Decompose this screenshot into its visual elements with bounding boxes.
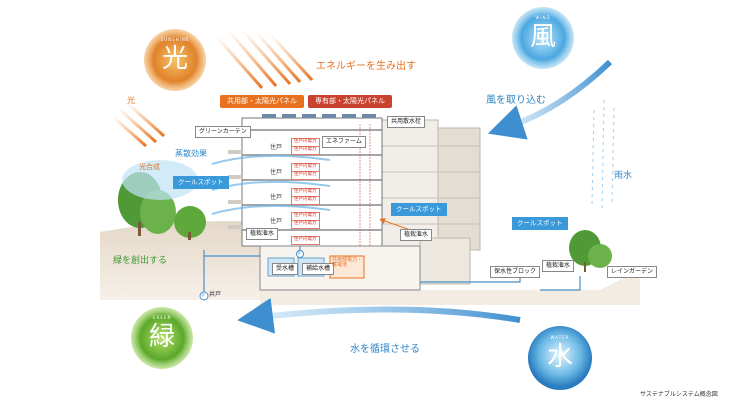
ground-right	[260, 270, 640, 305]
dwelling-1: 住戸	[270, 144, 283, 151]
unit-power-1b: 住戸内電力	[291, 146, 320, 155]
basement-pump	[296, 250, 304, 258]
water-block-tag: 保水性ブロック	[490, 266, 541, 278]
basement-pump-label: P	[298, 251, 301, 256]
sun-circle-main: 光	[161, 44, 188, 74]
green-curtain-tag: グリーンカーテン	[195, 126, 251, 138]
planting-sprinkler-tag-center: 植栽潅水	[400, 229, 433, 241]
photosynthesis-label: 光合成	[139, 163, 160, 171]
planting-sprinkler-tag-right: 植栽潅水	[542, 260, 575, 272]
energy-farm-tag: エネファーム	[322, 136, 366, 148]
evaporation-label: 蒸散効果	[175, 149, 207, 158]
unit-power-5: 住戸内電力	[291, 236, 320, 245]
trees-right	[569, 230, 612, 272]
unit-power-2b: 住戸内電力	[291, 171, 320, 180]
cool-spot-center: クールスポット	[391, 203, 447, 216]
dwelling-4: 住戸	[270, 218, 283, 225]
light-label: 光	[127, 96, 135, 105]
green-circle-main: 緑	[148, 322, 175, 352]
cool-spot-left: クールスポット	[173, 176, 229, 189]
green-circle-sub: GREEN	[152, 315, 172, 320]
well-pump	[199, 291, 209, 301]
wind-circle-main: 風	[529, 22, 556, 52]
building-right-wing	[377, 119, 481, 285]
dwelling-2: 住戸	[270, 169, 283, 176]
planting-sprinkler-tag-left: 植栽潅水	[246, 228, 279, 240]
energy-label: エネルギーを生み出す	[316, 61, 416, 72]
water-circle-sub: WATER	[550, 335, 570, 340]
sun-circle-sub: SUNSHINE	[160, 37, 190, 42]
water-tank-tag: 受水槽	[272, 263, 299, 275]
sprinkler-tag: 共用散水栓	[387, 116, 426, 128]
create-green-label: 緑を創出する	[113, 256, 168, 266]
unit-power-3b: 住戸内電力	[291, 196, 320, 205]
ground-left	[100, 221, 262, 300]
circulation-arrow	[237, 297, 521, 334]
supply-tank-tag: 補給水槽	[302, 263, 335, 275]
wind-intake-label: 風を取り込む	[486, 95, 546, 106]
well-pump-label: P	[202, 293, 205, 298]
green-circle	[131, 307, 193, 369]
sun-circle	[144, 29, 206, 91]
storage-tag: 共用部電力・蓄電池	[332, 257, 363, 268]
caption: サステナブルシステム概念図	[640, 391, 718, 398]
water-circle	[528, 326, 592, 390]
sun-rays	[111, 29, 314, 148]
water-circle-main: 水	[546, 342, 573, 372]
well-label: 井戸	[209, 291, 222, 298]
wind-circle	[512, 7, 574, 69]
cool-spot-right: クールスポット	[512, 217, 568, 230]
rain-label: 雨水	[614, 171, 633, 181]
dwelling-3: 住戸	[270, 194, 283, 201]
circulate-label: 水を循環させる	[350, 344, 420, 355]
rain-garden-tag: レインガーデン	[607, 266, 658, 278]
private-panel-label: 専有部・太陽光パネル	[308, 95, 392, 108]
wind-circle-sub: WIND	[535, 15, 551, 20]
cool-spot-glow	[122, 160, 198, 200]
wind-arrows	[487, 59, 615, 211]
unit-power-4b: 住戸内電力	[291, 220, 320, 229]
common-panel-label: 共用部・太陽光パネル	[220, 95, 304, 108]
